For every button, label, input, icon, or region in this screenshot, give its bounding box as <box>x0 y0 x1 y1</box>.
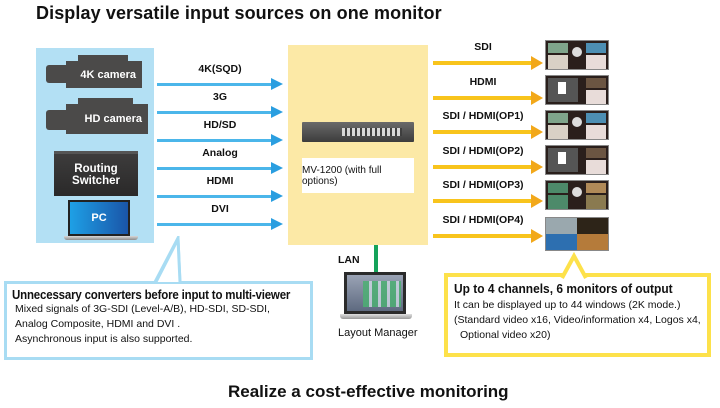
output-label: SDI / HDMI(OP4) <box>442 214 524 226</box>
laptop-icon: PC <box>64 200 139 240</box>
camera-icon: 4K camera <box>46 55 142 88</box>
callout-outputs-line: Optional video x20) <box>460 329 551 341</box>
output-label: HDMI <box>469 76 497 88</box>
laptop-icon <box>340 272 412 320</box>
routing-switcher-icon: Routing Switcher <box>54 151 138 196</box>
input-arrow: 3G <box>157 91 283 119</box>
output-arrow: SDI <box>433 41 543 70</box>
source-pc-label: PC <box>70 202 128 234</box>
source-routing-label-1: Routing <box>74 163 118 175</box>
arrow-head-icon <box>531 91 543 105</box>
lan-label: LAN <box>338 254 360 266</box>
callout-outputs-line: It can be displayed up to 44 windows (2K… <box>454 299 681 311</box>
callout-inputs: Unnecessary converters before input to m… <box>4 281 313 360</box>
monitor-thumbnail <box>545 75 609 105</box>
callout-outputs-line: (Standard video x16, Video/information x… <box>454 314 701 326</box>
output-arrow: SDI / HDMI(OP2) <box>433 145 543 174</box>
arrow-head-icon <box>271 134 283 146</box>
input-label: HDMI <box>206 175 234 187</box>
multiviewer-device-icon <box>302 122 414 142</box>
input-arrow: Analog <box>157 147 283 175</box>
arrow-head-icon <box>531 194 543 208</box>
source-hd-camera-label: HD camera <box>66 104 148 134</box>
input-label: Analog <box>202 147 238 159</box>
monitor-thumbnail <box>545 180 609 210</box>
output-arrow: SDI / HDMI(OP1) <box>433 110 543 139</box>
callout-right-tail <box>560 252 588 279</box>
device-label: MV-1200 (with full options) <box>302 158 414 193</box>
monitor-thumbnail <box>545 110 609 140</box>
output-arrow: SDI / HDMI(OP3) <box>433 179 543 208</box>
arrow-head-icon <box>531 229 543 243</box>
arrow-head-icon <box>531 125 543 139</box>
output-label: SDI <box>474 41 492 53</box>
callout-inputs-line: Mixed signals of 3G-SDI (Level-A/B), HD-… <box>15 303 270 315</box>
arrow-head-icon <box>271 162 283 174</box>
input-arrow: DVI <box>157 203 283 231</box>
output-label: SDI / HDMI(OP3) <box>442 179 524 191</box>
layout-manager-label: Layout Manager <box>338 327 418 339</box>
input-arrow: HDMI <box>157 175 283 203</box>
monitor-thumbnail <box>545 145 609 175</box>
arrow-head-icon <box>531 56 543 70</box>
input-label: HD/SD <box>203 119 237 131</box>
input-label: 4K(SQD) <box>198 63 242 75</box>
page-title: Display versatile input sources on one m… <box>36 3 442 23</box>
output-arrow: HDMI <box>433 76 543 105</box>
callout-outputs-heading: Up to 4 channels, 6 monitors of output <box>454 281 673 296</box>
output-arrow: SDI / HDMI(OP4) <box>433 214 543 243</box>
source-routing-label-2: Switcher <box>72 175 120 187</box>
input-label: DVI <box>211 203 229 215</box>
source-4k-camera-label: 4K camera <box>66 61 142 88</box>
arrow-head-icon <box>271 218 283 230</box>
arrow-head-icon <box>271 78 283 90</box>
input-sources-panel: 4K camera HD camera Routing Switcher PC <box>36 48 154 243</box>
input-arrow: HD/SD <box>157 119 283 147</box>
arrow-head-icon <box>271 190 283 202</box>
input-arrow: 4K(SQD) <box>157 63 283 91</box>
callout-inputs-heading: Unnecessary converters before input to m… <box>12 288 291 302</box>
arrow-head-icon <box>531 160 543 174</box>
callout-inputs-line: Analog Composite, HDMI and DVI . <box>15 318 181 330</box>
callout-left-tail-overlay <box>154 236 182 283</box>
device-panel: MV-1200 (with full options) <box>288 45 428 245</box>
callout-inputs-line: Asynchronous input is also supported. <box>15 333 193 345</box>
page-subtitle: Realize a cost-effective monitoring <box>228 382 509 401</box>
monitor-thumbnail <box>545 40 609 70</box>
callout-outputs: Up to 4 channels, 6 monitors of output I… <box>444 273 711 357</box>
camera-icon: HD camera <box>46 98 148 136</box>
lan-connection-line <box>374 245 378 275</box>
output-label: SDI / HDMI(OP2) <box>442 145 524 157</box>
monitor-thumbnail <box>545 217 609 251</box>
output-label: SDI / HDMI(OP1) <box>442 110 524 122</box>
input-label: 3G <box>212 91 227 103</box>
arrow-head-icon <box>271 106 283 118</box>
